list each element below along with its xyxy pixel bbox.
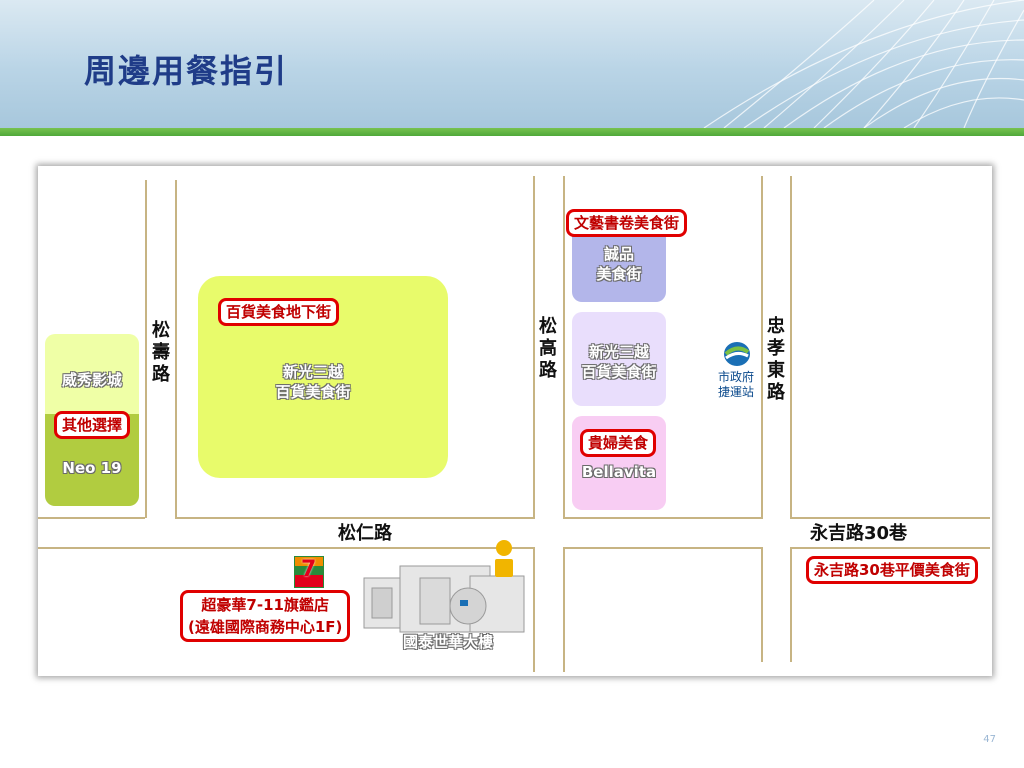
header-green-bar — [0, 128, 1024, 136]
road-line — [175, 180, 177, 518]
road-line — [790, 547, 792, 662]
road-line — [563, 176, 565, 518]
road-name-songgao: 松高路 — [537, 316, 559, 382]
tag-seven-eleven: 超豪華7-11旗鑑店 (遠雄國際商務中心1F) — [180, 590, 351, 642]
vieshow-label: 威秀影城 — [61, 371, 122, 389]
tag-book-food-street: 文藝書卷美食街 — [566, 209, 688, 237]
eslite-label: 誠品 美食街 — [596, 245, 642, 283]
road-line — [145, 180, 147, 518]
road-line — [790, 176, 792, 518]
mrt-logo-icon — [724, 342, 750, 366]
road-line — [563, 547, 763, 549]
road-line — [563, 517, 763, 519]
road-name-zhongxiao-east: 忠孝東路 — [765, 316, 787, 404]
road-name-songshou: 松壽路 — [150, 320, 172, 386]
road-line — [790, 517, 990, 519]
road-line — [533, 547, 535, 672]
location-pin-icon — [494, 540, 514, 580]
globe-lattice-decoration — [703, 0, 1024, 128]
tag-yongji-food: 永吉路30巷平價美食街 — [806, 556, 978, 584]
cathay-label: 國泰世華大樓 — [402, 633, 493, 651]
tag-noble-women-food: 貴婦美食 — [580, 429, 657, 457]
page-number: 47 — [983, 734, 996, 745]
shinkong-b-label: 新光三越 百貨美食街 — [581, 343, 657, 381]
bellavita-label: Bellavita — [581, 463, 657, 481]
road-line — [761, 547, 763, 662]
neo19-label: Neo 19 — [62, 459, 122, 477]
slide-header: 周邊用餐指引 — [0, 0, 1024, 128]
road-line — [761, 176, 763, 518]
road-name-songren: 松仁路 — [334, 523, 396, 545]
seven-eleven-logo-icon: 7 — [294, 556, 324, 588]
shinkong-b-block — [572, 312, 666, 406]
cathay-building-illustration — [363, 565, 525, 633]
shinkong-a-label: 新光三越 百貨美食街 — [275, 363, 351, 401]
mrt-station-label: 市政府 捷運站 — [717, 370, 754, 399]
road-line — [38, 547, 535, 549]
tag-other-choices: 其他選擇 — [54, 411, 131, 439]
tag-dept-food-basement: 百貨美食地下街 — [218, 298, 340, 326]
road-name-yongji-lane30: 永吉路30巷 — [806, 523, 912, 545]
road-line — [175, 517, 535, 519]
vieshow-block — [45, 334, 139, 414]
road-line — [533, 176, 535, 518]
area-map: 松壽路 松高路 忠孝東路 松仁路 永吉路30巷 威秀影城 其他選擇 Neo 19… — [38, 166, 992, 676]
page-title: 周邊用餐指引 — [84, 52, 289, 90]
road-line — [563, 547, 565, 672]
road-line — [790, 547, 990, 549]
road-line — [38, 517, 145, 519]
